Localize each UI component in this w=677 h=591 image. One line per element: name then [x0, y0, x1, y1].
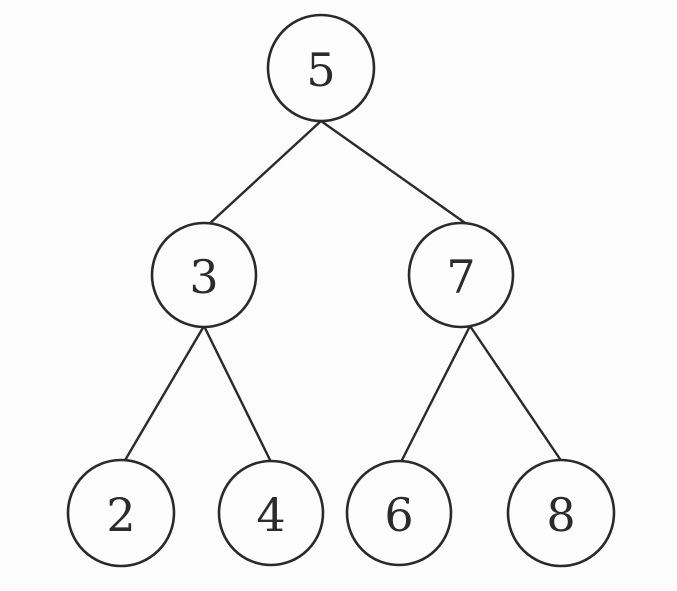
node-label: 3 [189, 250, 218, 304]
node-label: 6 [384, 488, 413, 542]
node-label: 4 [256, 488, 285, 542]
node-circle [506, 458, 616, 568]
node-circle [66, 458, 176, 568]
edge-7-8 [468, 324, 564, 464]
node-label: 5 [306, 43, 335, 97]
edge-5-3 [206, 119, 323, 227]
edge-7-6 [399, 324, 472, 464]
node-circle [345, 459, 453, 567]
tree-node-7: 7 [407, 221, 515, 329]
node-label: 2 [106, 488, 135, 542]
edge-3-2 [122, 324, 206, 464]
tree-node-2: 2 [66, 458, 176, 568]
edge-5-7 [319, 119, 470, 227]
node-label: 8 [546, 488, 575, 542]
tree-node-4: 4 [217, 459, 325, 567]
edge-3-4 [202, 324, 273, 464]
edges-layer [122, 119, 564, 464]
node-circle [407, 221, 515, 329]
node-circle [150, 221, 258, 329]
tree-node-8: 8 [506, 458, 616, 568]
node-circle [266, 13, 376, 123]
node-circle [217, 459, 325, 567]
tree-node-6: 6 [345, 459, 453, 567]
tree-node-3: 3 [150, 221, 258, 329]
node-label: 7 [446, 250, 475, 304]
tree-node-5: 5 [266, 13, 376, 123]
